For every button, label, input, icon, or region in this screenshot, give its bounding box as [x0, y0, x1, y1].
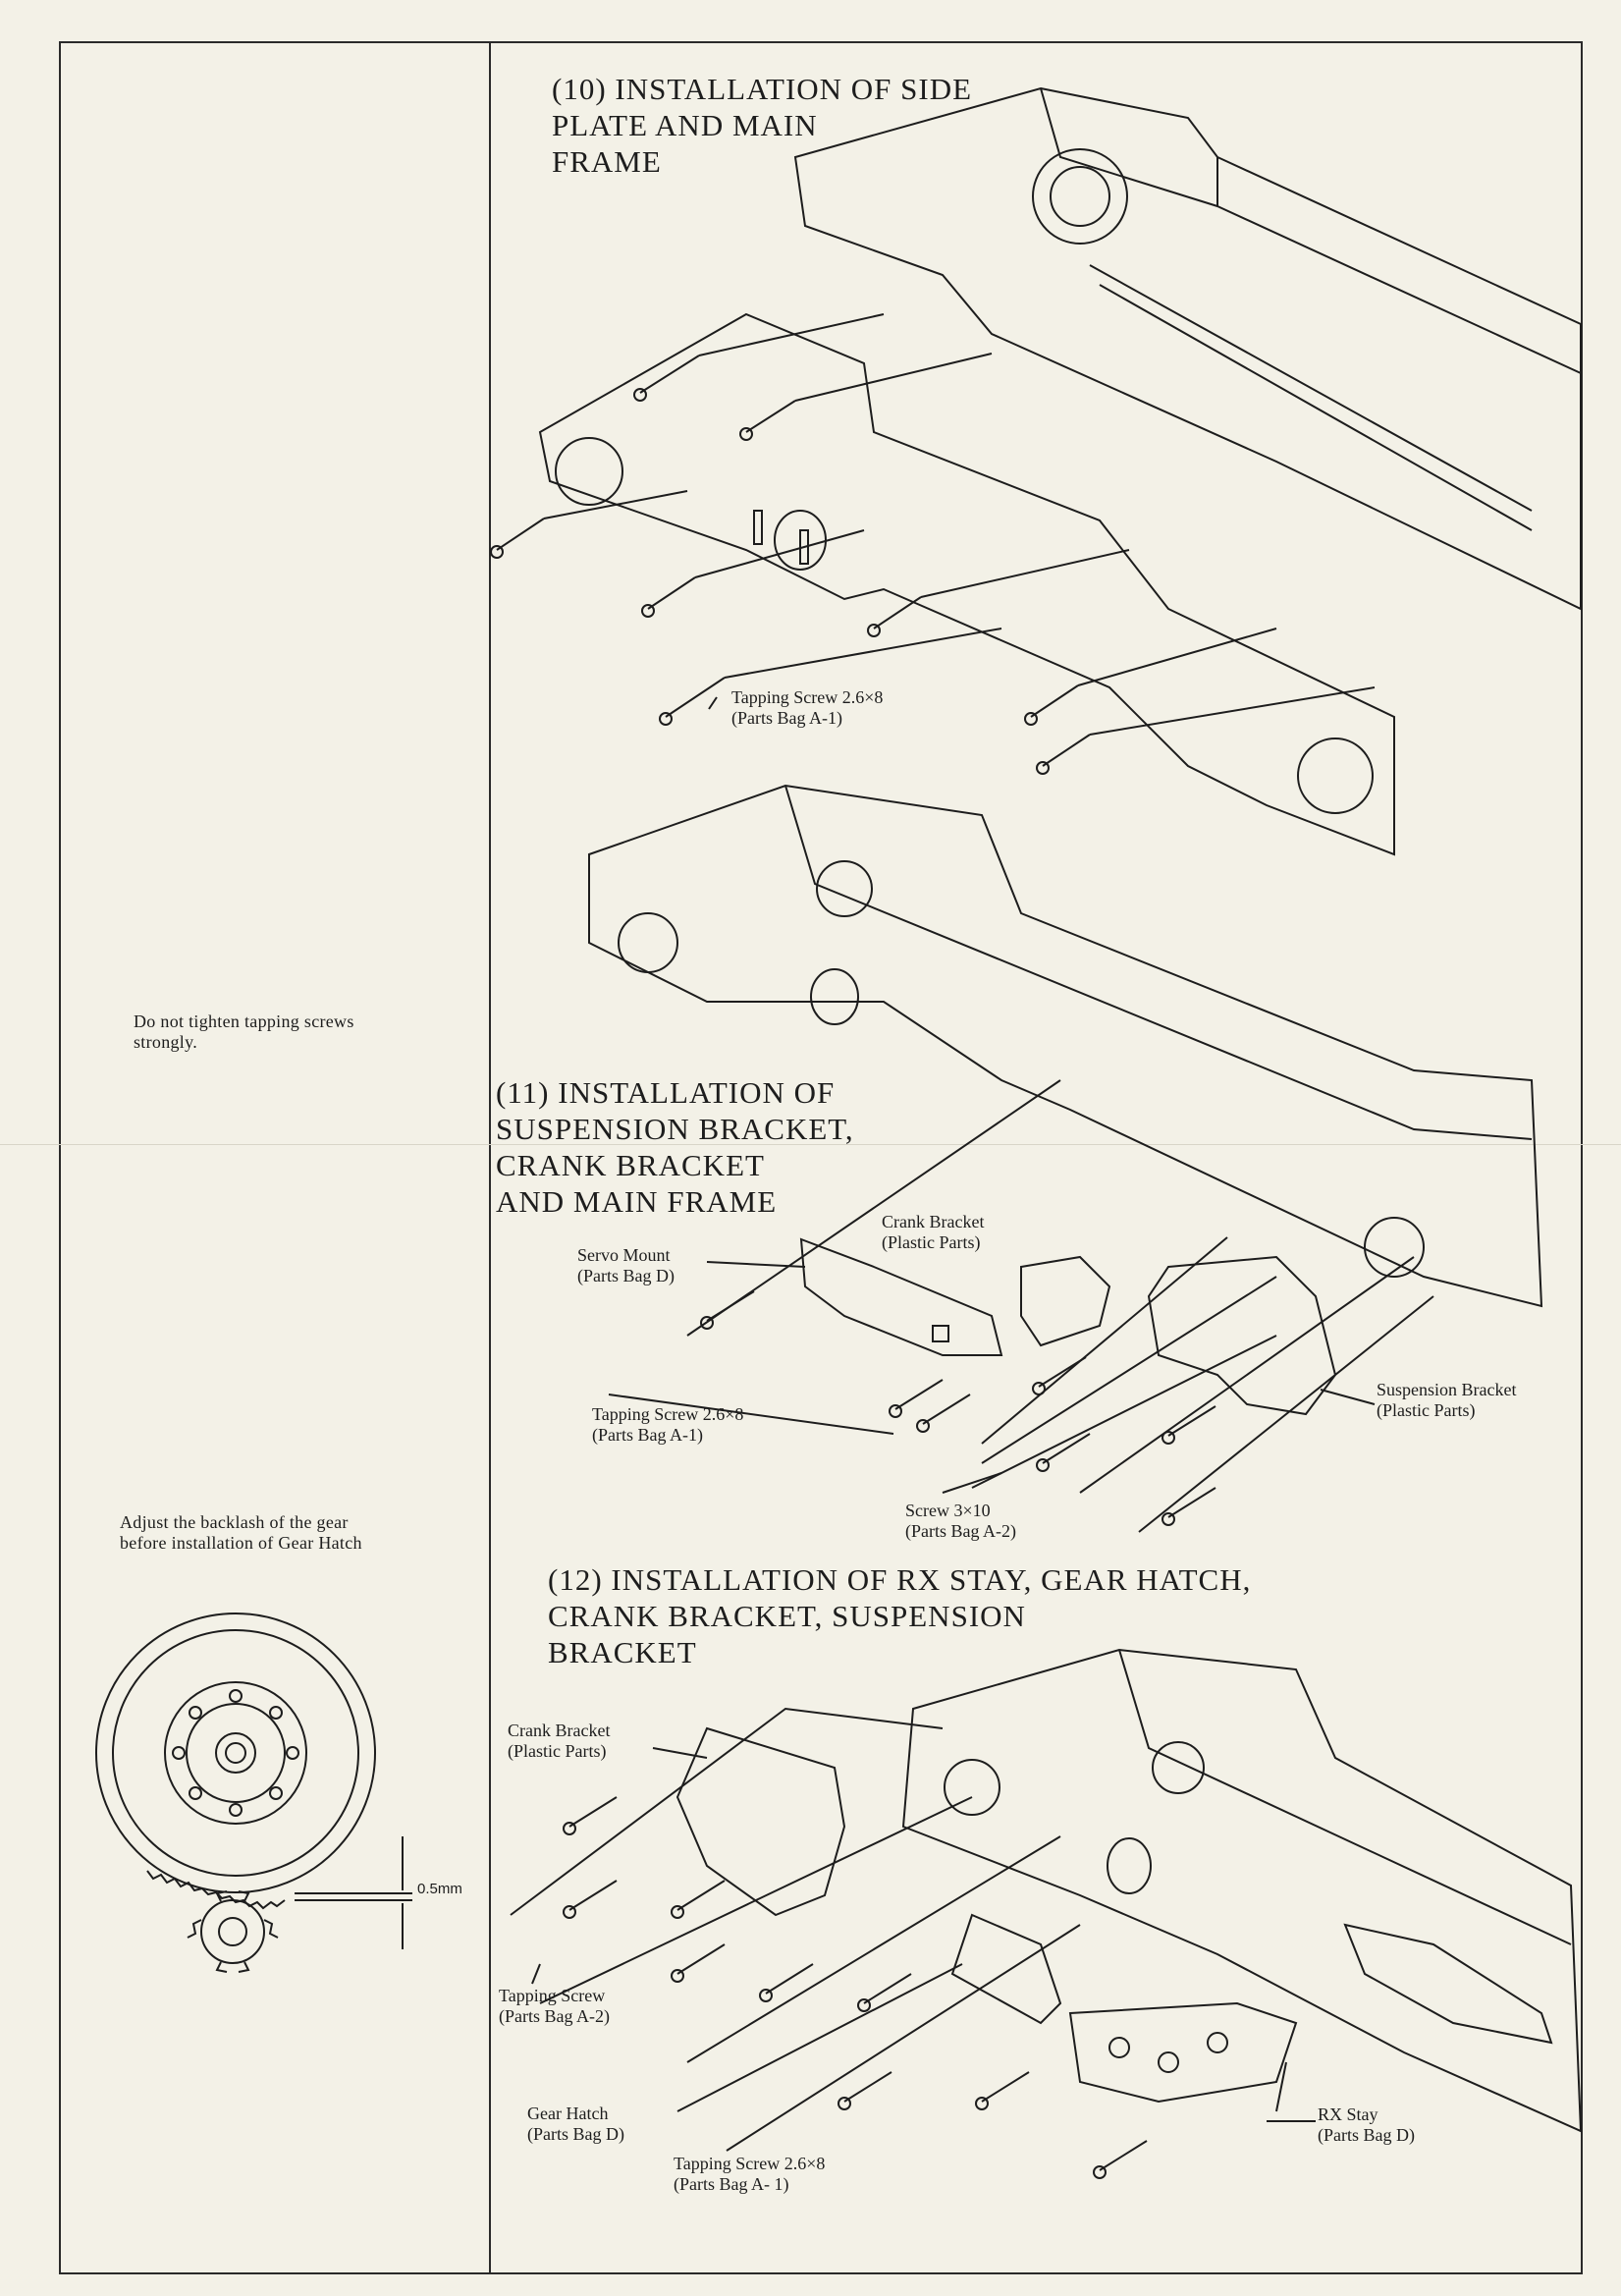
label-gear-hatch-step12: Gear Hatch (Parts Bag D) [527, 2104, 624, 2144]
step-10-heading: (10) INSTALLATION OF SIDE PLATE AND MAIN… [552, 72, 973, 179]
gear-hatch-12 [950, 1913, 1062, 2025]
main-frame-12 [901, 1648, 1583, 2133]
step-11-heading: (11) INSTALLATION OF SUSPENSION BRACKET,… [496, 1075, 854, 1219]
label-suspension-bracket-step11: Suspension Bracket (Plastic Parts) [1377, 1380, 1517, 1420]
label-tapping-screw-a2-step12: Tapping Screw (Parts Bag A-2) [499, 1986, 610, 2026]
page-frame [59, 41, 1583, 2274]
step-12-heading: (12) INSTALLATION OF RX STAY, GEAR HATCH… [548, 1562, 1252, 1669]
label-tapping-screw-a1-step12: Tapping Screw 2.6×8 (Parts Bag A- 1) [674, 2154, 826, 2194]
note-backlash: Adjust the backlash of the gear before i… [120, 1512, 362, 1553]
servo-mount-11 [1020, 1255, 1111, 1347]
label-servo-mount-step11: Servo Mount (Parts Bag D) [577, 1245, 675, 1285]
suspension-bracket-11 [1147, 1255, 1337, 1416]
side-plate-10 [538, 312, 1395, 856]
label-screw-step11: Screw 3×10 (Parts Bag A-2) [905, 1501, 1016, 1541]
label-crank-bracket-step11: Crank Bracket (Plastic Parts) [882, 1212, 985, 1252]
rx-stay-12 [1068, 2001, 1298, 2104]
fold-crease [0, 1144, 1621, 1145]
crank-bracket-12 [675, 1726, 846, 1917]
label-tapping-screw-step11: Tapping Screw 2.6×8 (Parts Bag A-1) [592, 1404, 744, 1445]
label-tapping-screw-step10: Tapping Screw 2.6×8 (Parts Bag A-1) [731, 687, 884, 728]
label-rx-stay-step12: RX Stay (Parts Bag D) [1318, 2105, 1415, 2145]
column-divider [489, 41, 491, 2274]
label-crank-bracket-step12: Crank Bracket (Plastic Parts) [508, 1721, 611, 1761]
main-frame-11 [588, 784, 1543, 1308]
clearance-label: 0.5mm [417, 1881, 462, 1897]
crank-bracket-11 [799, 1237, 1003, 1356]
main-frame-10 [793, 86, 1582, 611]
note-tighten-screws: Do not tighten tapping screws strongly. [134, 1011, 354, 1052]
